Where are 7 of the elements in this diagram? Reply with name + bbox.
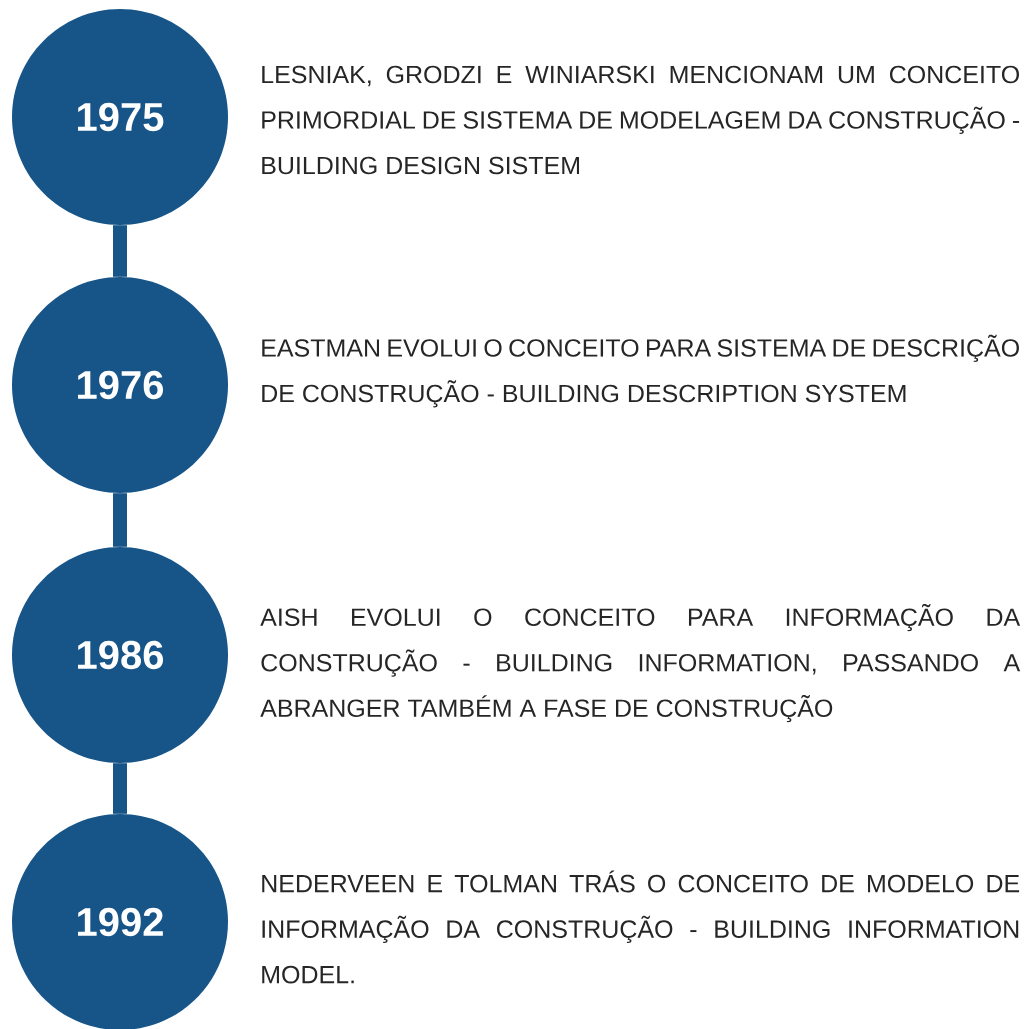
description-text: AISH EVOLUI O CONCEITO PARA INFORMAÇÃO DA CONSTRUÇÃO - BUILDING INFORMATION, PASSANDO A ABRANGER TAMBÉM A FASE DE CONSTRUÇÃO bbox=[260, 603, 1021, 723]
connector-bar bbox=[113, 225, 127, 277]
description-text: NEDERVEEN E TOLMAN TRÁS O CONCEITO DE MODELO DE INFORMAÇÃO DA CONSTRUÇÃO - BUILDING INFORMATION MODEL. bbox=[262, 870, 1020, 984]
connector-bar bbox=[113, 493, 127, 547]
description-text: LESNIAK, GRODZI E WINIARSKI MENCIONAM UM CONCEITO PRIMORDIAL DE SISTEMA DE MODELAGEM DA CONSTRUÇÃO - BUILDING DESIGN SISTEM bbox=[262, 65, 1020, 175]
connector-bar bbox=[113, 763, 127, 814]
description-text: EASTMAN EVOLUI O CONCEITO PARA SISTEMA DE DESCRIÇÃO DE CONSTRUÇÃO - BUILDING DESCRIPTION SYSTEM bbox=[262, 334, 1019, 408]
